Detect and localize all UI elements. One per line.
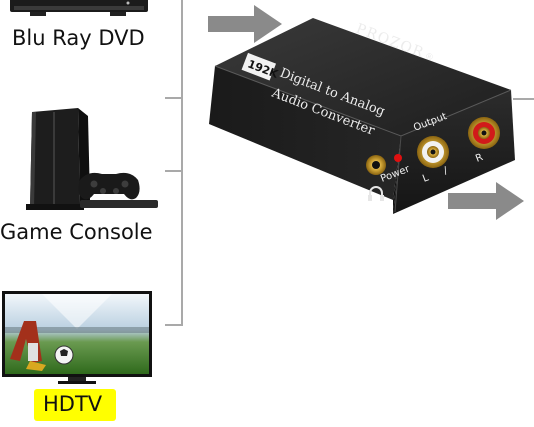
hdtv-highlight <box>34 389 116 421</box>
brand-registered-mark: ® <box>423 51 435 64</box>
power-led-icon <box>394 154 402 162</box>
blu-ray-player-icon <box>10 0 148 16</box>
hdtv-label: HDTV <box>43 392 103 416</box>
game-console-label: Game Console <box>0 220 153 244</box>
connection-bracket-bottom <box>165 324 183 326</box>
output-connection-line <box>513 98 534 100</box>
channel-slash: / <box>442 165 450 177</box>
hdtv-icon <box>2 291 152 387</box>
headphone-icon <box>368 186 384 201</box>
left-channel-label: L <box>421 172 431 184</box>
connection-bracket-middle <box>165 170 183 172</box>
connection-bracket-top <box>165 97 183 99</box>
dac-converter-device: 192K Digital to Analog Audio Converter P… <box>205 18 523 230</box>
rca-left-white-port[interactable] <box>417 136 449 168</box>
output-label: Output <box>412 111 448 134</box>
blu-ray-dvd-label: Blu Ray DVD <box>12 26 145 50</box>
rca-right-red-port[interactable] <box>468 117 500 149</box>
connection-bracket-vertical <box>181 0 183 326</box>
game-console-icon <box>18 108 158 214</box>
right-channel-label: R <box>474 152 484 165</box>
